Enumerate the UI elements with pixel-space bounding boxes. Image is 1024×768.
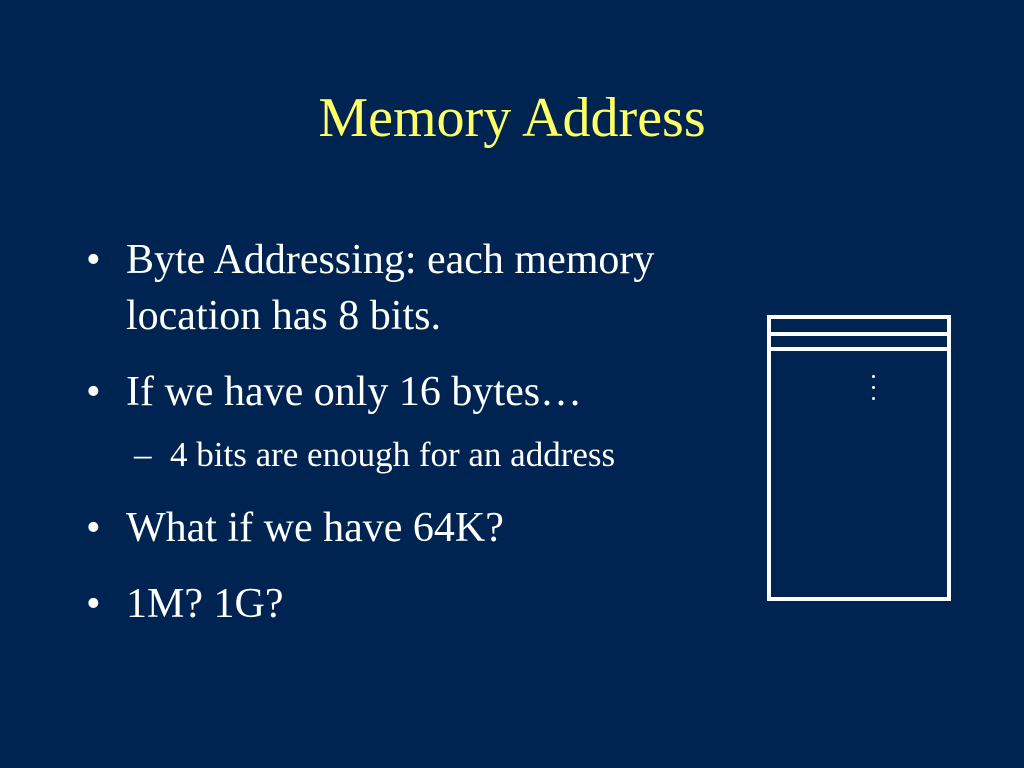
- sub-bullet-marker: –: [134, 435, 152, 474]
- bullet-marker: •: [86, 369, 101, 415]
- bullet-marker: •: [86, 237, 101, 283]
- memory-cell-divider: [771, 347, 947, 351]
- slide-title: Memory Address: [318, 87, 706, 149]
- sub-bullet-text: 4 bits are enough for an address: [170, 435, 616, 474]
- bullet-item: • What if we have 64K?: [86, 500, 786, 556]
- bullet-text: 1M? 1G?: [126, 581, 284, 627]
- bullet-item: • Byte Addressing: each memory location …: [86, 232, 786, 344]
- bullet-text: What if we have 64K?: [126, 505, 504, 551]
- sub-bullet-item: – 4 bits are enough for an address: [86, 432, 786, 478]
- memory-cell-divider: [771, 332, 947, 336]
- bullet-item: • 1M? 1G?: [86, 576, 786, 632]
- bullet-list: • Byte Addressing: each memory location …: [86, 232, 786, 652]
- bullet-text: Byte Addressing: each memory location ha…: [126, 237, 655, 339]
- bullet-item: • If we have only 16 bytes…: [86, 364, 786, 420]
- memory-diagram: [767, 315, 951, 601]
- vertical-ellipsis-icon: [872, 375, 878, 408]
- bullet-text: If we have only 16 bytes…: [126, 369, 583, 415]
- bullet-marker: •: [86, 505, 101, 551]
- bullet-marker: •: [86, 581, 101, 627]
